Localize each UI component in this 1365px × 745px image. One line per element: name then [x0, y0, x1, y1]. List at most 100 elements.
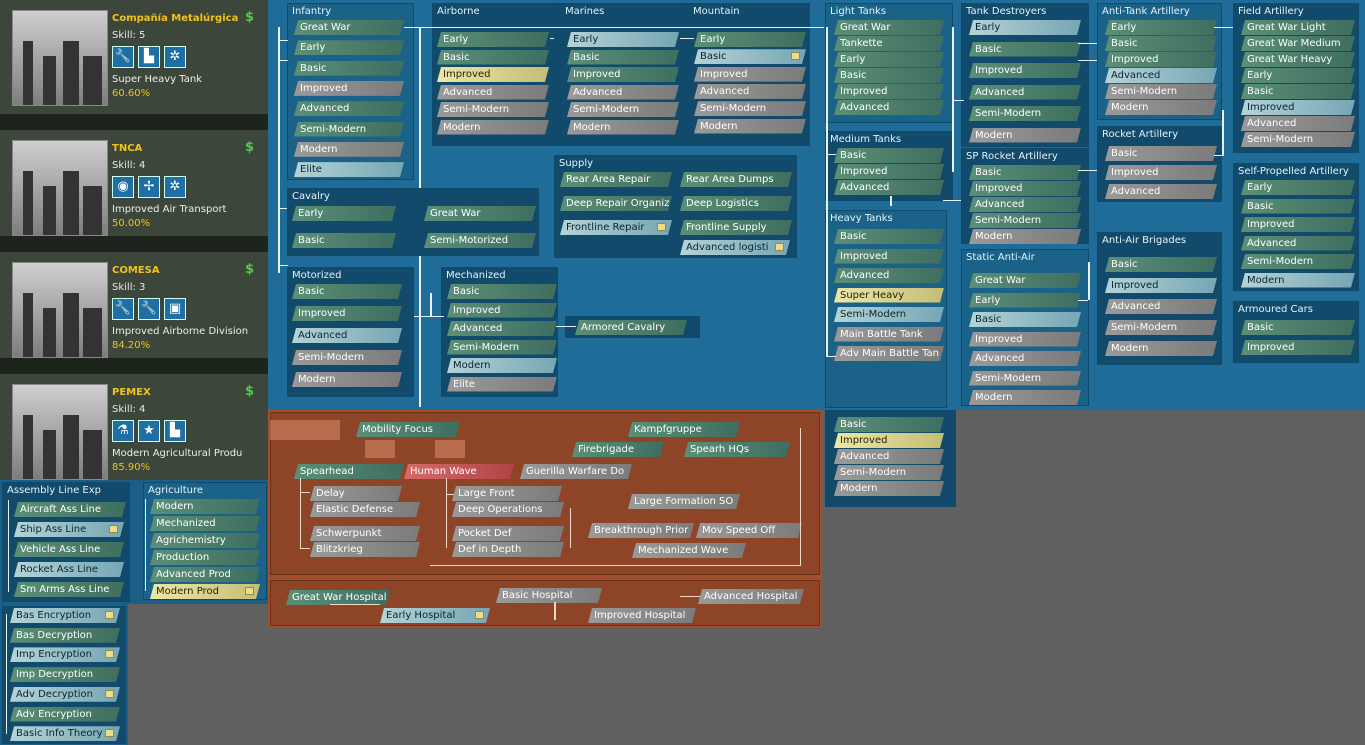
tech-doctrines-breakthrough-prior[interactable]: Breakthrough Prior: [588, 523, 694, 538]
tech-sprocket-advanced[interactable]: Advanced: [969, 197, 1081, 212]
tech-mountain-improved[interactable]: Improved: [694, 67, 806, 82]
tech-spart-semi-modern[interactable]: Semi-Modern: [1241, 254, 1355, 269]
tech-assembly-vehicle-ass-line[interactable]: Vehicle Ass Line: [14, 542, 124, 557]
tech-lowerblue-improved[interactable]: Improved: [834, 433, 944, 448]
tech-infantry-modern[interactable]: Modern: [294, 142, 404, 157]
tech-sprocket-improved[interactable]: Improved: [969, 181, 1081, 196]
tech-staticaa-improved[interactable]: Improved: [969, 332, 1081, 347]
tech-supply-rear-area-dumps[interactable]: Rear Area Dumps: [680, 172, 792, 187]
tech-heavytanks-super-heavy[interactable]: Super Heavy: [834, 288, 944, 303]
tech-mechanized-elite[interactable]: Elite: [447, 377, 557, 392]
tech-airborne-improved[interactable]: Improved: [437, 67, 549, 82]
tech-medical-advanced-hospital[interactable]: Advanced Hospital: [698, 589, 804, 604]
tech-tankdestroyers-early[interactable]: Early: [969, 20, 1081, 35]
tech-rocketart-basic[interactable]: Basic: [1105, 146, 1217, 161]
tech-medical-basic-hospital[interactable]: Basic Hospital: [496, 588, 602, 603]
tech-heavytanks-improved[interactable]: Improved: [834, 249, 944, 264]
tech-lowerblue-advanced[interactable]: Advanced: [834, 449, 944, 464]
tech-marines-modern[interactable]: Modern: [567, 120, 679, 135]
tech-fieldart-basic[interactable]: Basic: [1241, 84, 1355, 99]
tech-assembly-ship-ass-line[interactable]: Ship Ass Line: [14, 522, 124, 537]
tech-crypto-basic-info-theory[interactable]: Basic Info Theory: [10, 726, 120, 741]
tech-supply-rear-area-repair[interactable]: Rear Area Repair: [560, 172, 672, 187]
tech-agriculture-production[interactable]: Production: [150, 550, 260, 565]
tech-crypto-imp-encryption[interactable]: Imp Encryption: [10, 647, 120, 662]
tech-fieldart-early[interactable]: Early: [1241, 68, 1355, 83]
tech-cavalry-semi-motorized[interactable]: Semi-Motorized: [424, 233, 536, 248]
tech-armcars-basic[interactable]: Basic: [1241, 320, 1355, 335]
tech-heavytanks-adv-main-battle-tan[interactable]: Adv Main Battle Tan: [834, 346, 944, 361]
tech-doctrines-large-formation-so[interactable]: Large Formation SO: [628, 494, 740, 509]
tech-marines-basic[interactable]: Basic: [567, 50, 679, 65]
tech-mediumtanks-advanced[interactable]: Advanced: [834, 180, 944, 195]
tech-armcars-improved[interactable]: Improved: [1241, 340, 1355, 355]
tech-doctrines-mobility-focus[interactable]: Mobility Focus: [356, 422, 460, 437]
tech-infantry-early[interactable]: Early: [294, 40, 404, 55]
tech-medical-early-hospital[interactable]: Early Hospital: [380, 608, 490, 623]
tech-mountain-basic[interactable]: Basic: [694, 49, 806, 64]
tech-tankdestroyers-improved[interactable]: Improved: [969, 63, 1081, 78]
tech-staticaa-semi-modern[interactable]: Semi-Modern: [969, 371, 1081, 386]
tech-motorized-basic[interactable]: Basic: [292, 284, 402, 299]
tech-doctrines-schwerpunkt[interactable]: Schwerpunkt: [310, 526, 420, 541]
tech-lighttanks-advanced[interactable]: Advanced: [834, 100, 944, 115]
tech-tankdestroyers-modern[interactable]: Modern: [969, 128, 1081, 143]
tech-doctrines-spearh-hqs[interactable]: Spearh HQs: [684, 442, 790, 457]
tech-airborne-modern[interactable]: Modern: [437, 120, 549, 135]
tech-sprocket-modern[interactable]: Modern: [969, 229, 1081, 244]
tech-antitank-improved[interactable]: Improved: [1105, 52, 1217, 67]
tech-mountain-early[interactable]: Early: [694, 32, 806, 47]
tech-mechanized-semi-modern[interactable]: Semi-Modern: [447, 340, 557, 355]
tech-spart-improved[interactable]: Improved: [1241, 217, 1355, 232]
tech-lighttanks-improved[interactable]: Improved: [834, 84, 944, 99]
tech-antitank-semi-modern[interactable]: Semi-Modern: [1105, 84, 1217, 99]
tech-doctrines-blitzkrieg[interactable]: Blitzkrieg: [310, 542, 420, 557]
tech-fieldart-semi-modern[interactable]: Semi-Modern: [1241, 132, 1355, 147]
tech-fieldart-great-war-medium[interactable]: Great War Medium: [1241, 36, 1355, 51]
tech-doctrines-delay[interactable]: Delay: [310, 486, 402, 501]
tech-supply-frontline-supply[interactable]: Frontline Supply: [680, 220, 792, 235]
tech-armoredcav-armored-cavalry[interactable]: Armored Cavalry: [575, 320, 687, 335]
tech-supply-advanced-logisti[interactable]: Advanced logisti: [680, 240, 790, 255]
tech-marines-improved[interactable]: Improved: [567, 67, 679, 82]
tech-assembly-rocket-ass-line[interactable]: Rocket Ass Line: [14, 562, 124, 577]
tech-mountain-modern[interactable]: Modern: [694, 119, 806, 134]
tech-staticaa-great-war[interactable]: Great War: [969, 273, 1081, 288]
tech-supply-deep-repair-organiz[interactable]: Deep Repair Organiz: [560, 196, 672, 211]
tech-doctrines-mechanized-wave[interactable]: Mechanized Wave: [632, 543, 746, 558]
tech-infantry-semi-modern[interactable]: Semi-Modern: [294, 122, 404, 137]
tech-fieldart-advanced[interactable]: Advanced: [1241, 116, 1355, 131]
tech-sprocket-semi-modern[interactable]: Semi-Modern: [969, 213, 1081, 228]
tech-marines-early[interactable]: Early: [567, 32, 679, 47]
tech-fieldart-improved[interactable]: Improved: [1241, 100, 1355, 115]
tech-mechanized-advanced[interactable]: Advanced: [447, 321, 557, 336]
tech-doctrines-def-in-depth[interactable]: Def in Depth: [452, 542, 564, 557]
tech-cavalry-great-war[interactable]: Great War: [424, 206, 536, 221]
tech-aabrig-basic[interactable]: Basic: [1105, 257, 1217, 272]
tech-fieldart-great-war-heavy[interactable]: Great War Heavy: [1241, 52, 1355, 67]
tech-mountain-semi-modern[interactable]: Semi-Modern: [694, 101, 806, 116]
tech-agriculture-advanced-prod[interactable]: Advanced Prod: [150, 567, 260, 582]
tech-antitank-basic[interactable]: Basic: [1105, 36, 1217, 51]
tech-airborne-semi-modern[interactable]: Semi-Modern: [437, 102, 549, 117]
tech-doctrines-deep-operations[interactable]: Deep Operations: [452, 502, 564, 517]
tech-infantry-great-war[interactable]: Great War: [294, 20, 404, 35]
tech-team-4[interactable]: PEMEX$Skill: 4⚗★▙Modern Agricultural Pro…: [0, 374, 268, 480]
tech-agriculture-modern[interactable]: Modern: [150, 499, 260, 514]
tech-assembly-aircraft-ass-line[interactable]: Aircraft Ass Line: [14, 502, 126, 517]
tech-infantry-basic[interactable]: Basic: [294, 61, 404, 76]
tech-lighttanks-early[interactable]: Early: [834, 52, 944, 67]
tech-team-3[interactable]: COMESA$Skill: 3🔧🔧▣Improved Airborne Divi…: [0, 252, 268, 358]
tech-doctrines-firebrigade[interactable]: Firebrigade: [572, 442, 664, 457]
tech-cavalry-basic[interactable]: Basic: [292, 233, 396, 248]
tech-aabrig-improved[interactable]: Improved: [1105, 278, 1217, 293]
tech-airborne-basic[interactable]: Basic: [437, 50, 549, 65]
tech-supply-deep-logistics[interactable]: Deep Logistics: [680, 196, 792, 211]
tech-mechanized-improved[interactable]: Improved: [447, 303, 557, 318]
tech-tankdestroyers-basic[interactable]: Basic: [969, 42, 1081, 57]
tech-rocketart-advanced[interactable]: Advanced: [1105, 184, 1217, 199]
tech-agriculture-agrichemistry[interactable]: Agrichemistry: [150, 533, 260, 548]
tech-staticaa-advanced[interactable]: Advanced: [969, 351, 1081, 366]
tech-crypto-adv-decryption[interactable]: Adv Decryption: [10, 687, 120, 702]
